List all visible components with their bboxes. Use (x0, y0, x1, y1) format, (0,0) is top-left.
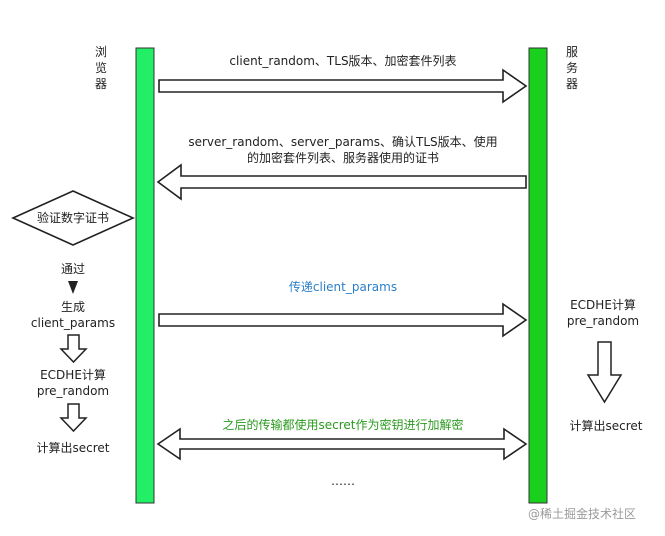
client-hello-label: client_random、TLS版本、加密套件列表 (229, 54, 457, 68)
browser-lifeline (135, 47, 155, 504)
encrypted-transfer-label: 之后的传输都使用secret作为密钥进行加解密 (222, 418, 464, 432)
client-ecdhe-label-line2: pre_random (36, 384, 110, 398)
pass-params-label: 传递client_params (288, 280, 398, 294)
client-down-arrow-1 (59, 334, 88, 364)
browser-label: 浏览器 (94, 45, 107, 91)
server-ecdhe-label-line2: pre_random (566, 314, 640, 328)
server-hello-label-line1: server_random、server_params、确认TLS版本、使用 (188, 135, 498, 149)
passed-label: 通过 (60, 262, 85, 276)
server-ecdhe-label-line1: ECDHE计算 (570, 298, 636, 312)
arrow-server-hello (156, 163, 527, 201)
verify-certificate-diamond (11, 190, 135, 246)
watermark: @稀土掘金技术社区 (528, 507, 637, 521)
arrow-client-hello (158, 68, 528, 104)
arrow-pass-params (158, 302, 528, 338)
client-down-arrow-2 (59, 403, 88, 433)
client-ecdhe-label-line1: ECDHE计算 (40, 368, 106, 382)
ellipsis-label: …… (331, 474, 355, 488)
server-down-arrow (586, 341, 623, 404)
client-compute-secret-label: 计算出secret (36, 441, 110, 455)
arrow-encrypted-transfer (156, 427, 528, 461)
server-compute-secret-label: 计算出secret (569, 419, 643, 433)
generate-label-line2: client_params (30, 316, 116, 330)
generate-label-line1: 生成 (60, 300, 85, 314)
server-lifeline (528, 47, 548, 504)
passed-arrow (68, 281, 78, 294)
server-hello-label-line2: 的加密套件列表、服务器使用的证书 (246, 151, 439, 165)
server-label: 服务器 (565, 45, 578, 91)
verify-certificate-label: 验证数字证书 (36, 211, 109, 225)
